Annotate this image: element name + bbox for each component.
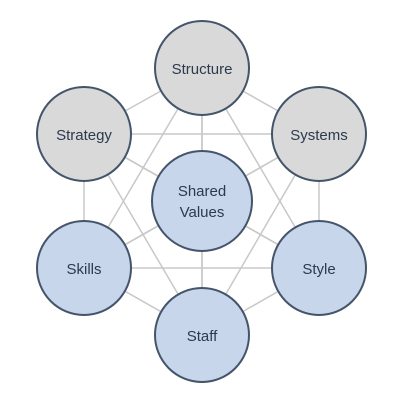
node-style-label: Style xyxy=(302,261,335,278)
node-shared-values-circle xyxy=(151,150,253,252)
node-structure-circle xyxy=(154,20,250,116)
node-strategy-label: Strategy xyxy=(56,127,112,144)
node-skills-label: Skills xyxy=(66,261,101,278)
node-shared-values-label-line1: Shared xyxy=(178,183,226,200)
node-shared-values-label-line2: Values xyxy=(180,204,225,221)
node-shared-values[interactable]: Shared Values xyxy=(151,150,253,252)
node-staff[interactable]: Staff xyxy=(154,287,250,383)
node-structure-label: Structure xyxy=(172,61,233,78)
node-skills-circle xyxy=(36,220,132,316)
node-systems-label: Systems xyxy=(290,127,348,144)
node-systems[interactable]: Systems xyxy=(271,86,367,182)
node-systems-circle xyxy=(271,86,367,182)
node-structure[interactable]: Structure xyxy=(154,20,250,116)
node-strategy[interactable]: Strategy xyxy=(36,86,132,182)
node-skills[interactable]: Skills xyxy=(36,220,132,316)
node-style[interactable]: Style xyxy=(271,220,367,316)
node-staff-label: Staff xyxy=(187,328,218,345)
node-style-circle xyxy=(271,220,367,316)
node-strategy-circle xyxy=(36,86,132,182)
node-staff-circle xyxy=(154,287,250,383)
